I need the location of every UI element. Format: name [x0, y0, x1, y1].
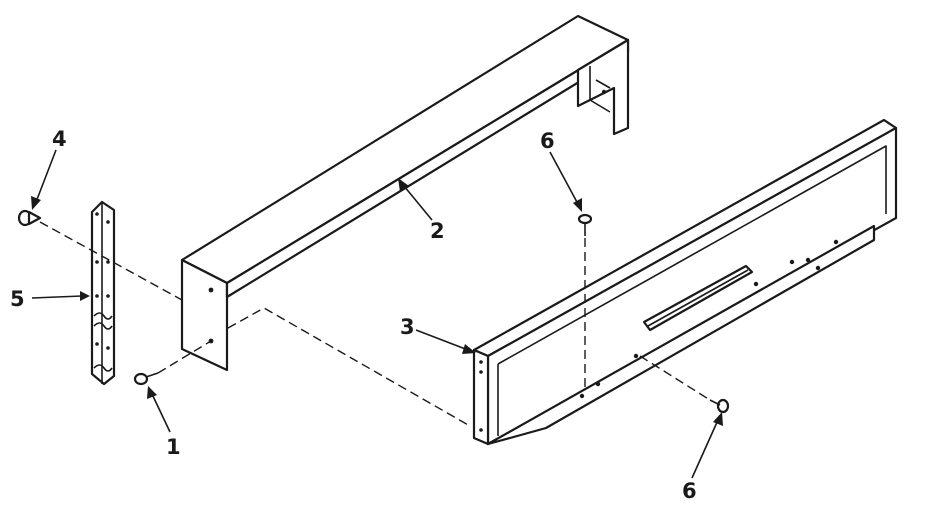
- callout-2: 2: [430, 219, 445, 243]
- screw-6-bottom: [709, 398, 730, 414]
- callout-6-bottom: 6: [682, 479, 697, 503]
- leaders: [31, 149, 723, 479]
- callout-1: 1: [166, 435, 181, 459]
- callout-4: 4: [52, 127, 67, 151]
- top-trim-panel: [180, 14, 630, 372]
- screw-1: [133, 372, 159, 386]
- callout-5: 5: [10, 287, 25, 311]
- assembly-lines: [39, 221, 711, 427]
- nut-clip: [17, 209, 42, 227]
- screw-6-top: [577, 213, 593, 236]
- bracket: [90, 200, 116, 386]
- front-panel: [472, 118, 898, 446]
- callout-3: 3: [400, 315, 415, 339]
- callout-6-top: 6: [540, 129, 555, 153]
